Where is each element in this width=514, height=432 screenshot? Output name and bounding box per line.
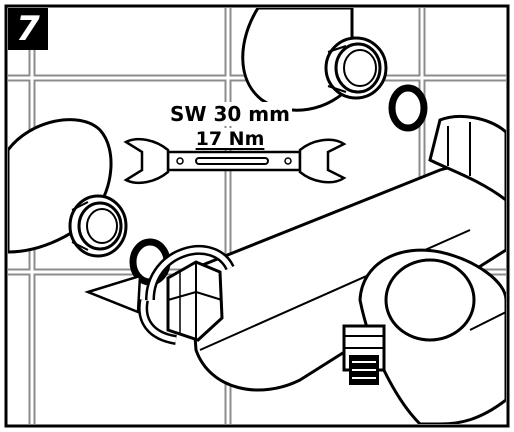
mixer-body xyxy=(188,114,506,424)
union-nut xyxy=(166,260,224,342)
open-end-wrench-icon xyxy=(123,138,347,184)
left-wall-connector xyxy=(8,118,128,258)
upper-wall-connector xyxy=(241,8,388,112)
torque-text: 17 Nm xyxy=(193,128,267,150)
torque-label: 17 Nm xyxy=(110,128,350,150)
step-number-badge: 7 xyxy=(8,8,48,50)
wrench-size-label: SW 30 mm xyxy=(110,102,350,126)
rotation-arrow-icon xyxy=(84,245,235,345)
wrench-size-text: SW 30 mm xyxy=(168,102,292,126)
seal-ring-upper xyxy=(388,84,428,132)
